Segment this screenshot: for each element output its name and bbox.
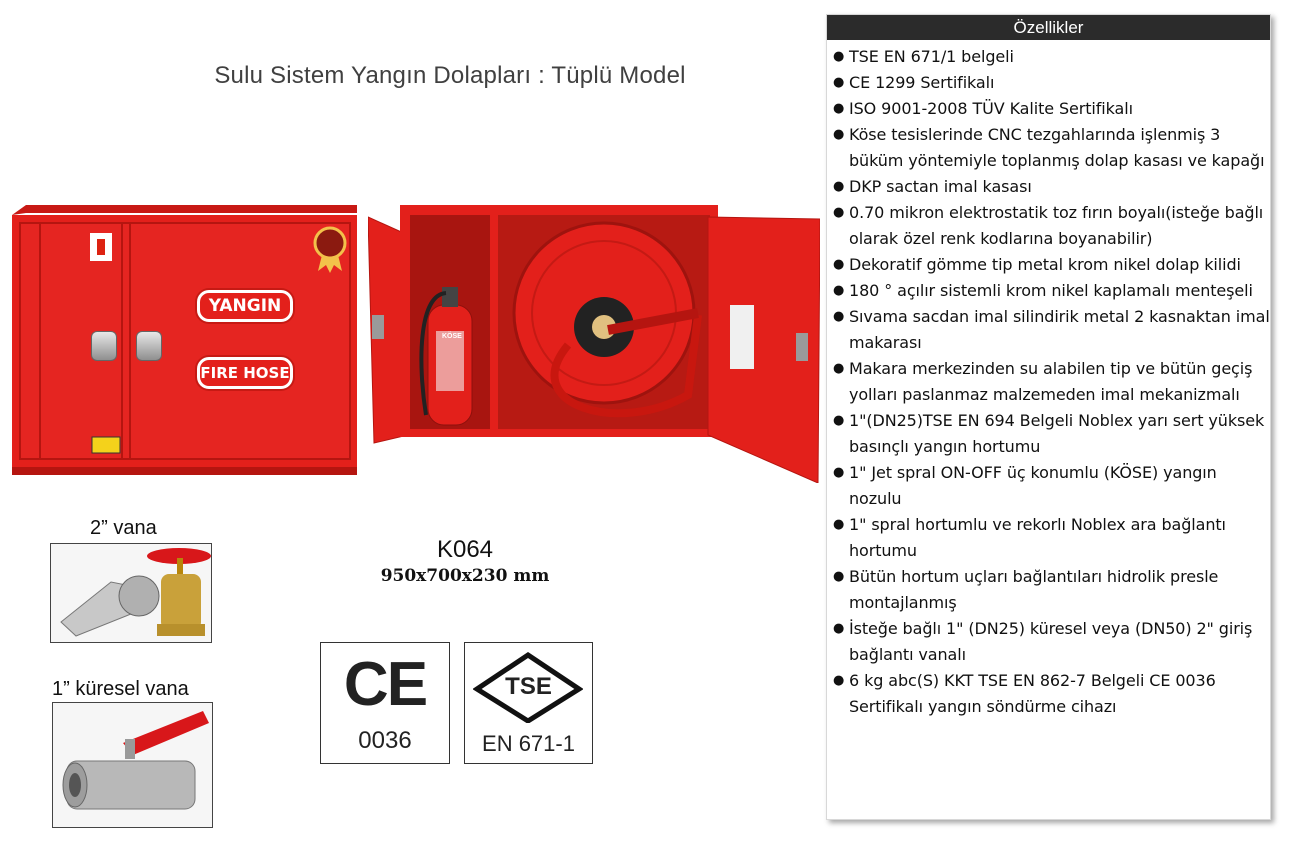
feature-item: 6 kg abc(S) KKT TSE EN 862-7 Belgeli CE … <box>833 668 1270 720</box>
extinguisher-label: KÖSE <box>442 333 462 340</box>
valve2-image <box>52 702 213 828</box>
features-panel: Özellikler TSE EN 671/1 belgeli CE 1299 … <box>826 14 1271 820</box>
feature-item: CE 1299 Sertifikalı <box>833 70 1270 96</box>
feature-item: 1" Jet spral ON-OFF üç konumlu (KÖSE) ya… <box>833 460 1270 512</box>
features-list: TSE EN 671/1 belgeli CE 1299 Sertifikalı… <box>827 40 1270 720</box>
feature-item: TSE EN 671/1 belgeli <box>833 44 1270 70</box>
feature-item: Dekoratif gömme tip metal krom nikel dol… <box>833 252 1270 278</box>
open-cabinet-body <box>367 205 821 484</box>
page-title: Sulu Sistem Yangın Dolapları : Tüplü Mod… <box>214 62 686 89</box>
feature-item: 1"(DN25)TSE EN 694 Belgeli Noblex yarı s… <box>833 408 1270 460</box>
gate-valve-icon <box>60 548 211 637</box>
feature-item: Sıvama sacdan imal silindirik metal 2 ka… <box>833 304 1270 356</box>
yangin-plaque: YANGIN <box>197 290 293 322</box>
closed-cabinet-image: YANGIN FIRE HOSE <box>12 205 357 475</box>
feature-item: DKP sactan imal kasası <box>833 174 1270 200</box>
dimensions: 950x700x230 mm <box>380 566 550 586</box>
rosette-badge-icon <box>313 226 347 273</box>
ce-certificate: CE 0036 <box>320 642 450 764</box>
tse-certificate: TSE EN 671-1 <box>464 642 593 764</box>
door-lock-right <box>136 331 162 361</box>
valve1-caption: 2” vana <box>90 517 157 539</box>
feature-item: 180 ° açılır sistemli krom nikel kaplama… <box>833 278 1270 304</box>
feature-item: Köse tesislerinde CNC tezgahlarında işle… <box>833 122 1270 174</box>
valve2-caption: 1” küresel vana <box>52 678 189 700</box>
door-lock-left <box>91 331 117 361</box>
closed-cabinet-body <box>12 205 357 475</box>
feature-item: İsteğe bağlı 1" (DN25) küresel veya (DN5… <box>833 616 1270 668</box>
tse-standard: EN 671-1 <box>482 731 575 756</box>
model-code: K064 <box>436 536 494 563</box>
feature-item: ISO 9001-2008 TÜV Kalite Sertifikalı <box>833 96 1270 122</box>
ce-number: 0036 <box>358 727 412 754</box>
features-header: Özellikler <box>827 15 1270 40</box>
open-cabinet-image: KÖSE <box>367 205 821 484</box>
tse-mark-icon <box>473 651 583 723</box>
ce-mark-icon: CE <box>343 650 428 719</box>
feature-item: 1" spral hortumlu ve rekorlı Noblex ara … <box>833 512 1270 564</box>
feature-item: 0.70 mikron elektrostatik toz fırın boya… <box>833 200 1270 252</box>
feature-item: Makara merkezinden su alabilen tip ve bü… <box>833 356 1270 408</box>
valve1-image <box>50 543 212 643</box>
ball-valve-icon <box>62 711 209 810</box>
tse-mark-text: TSE <box>505 673 552 700</box>
feature-item: Bütün hortum uçları bağlantıları hidroli… <box>833 564 1270 616</box>
fire-hose-plaque: FIRE HOSE <box>197 357 293 389</box>
